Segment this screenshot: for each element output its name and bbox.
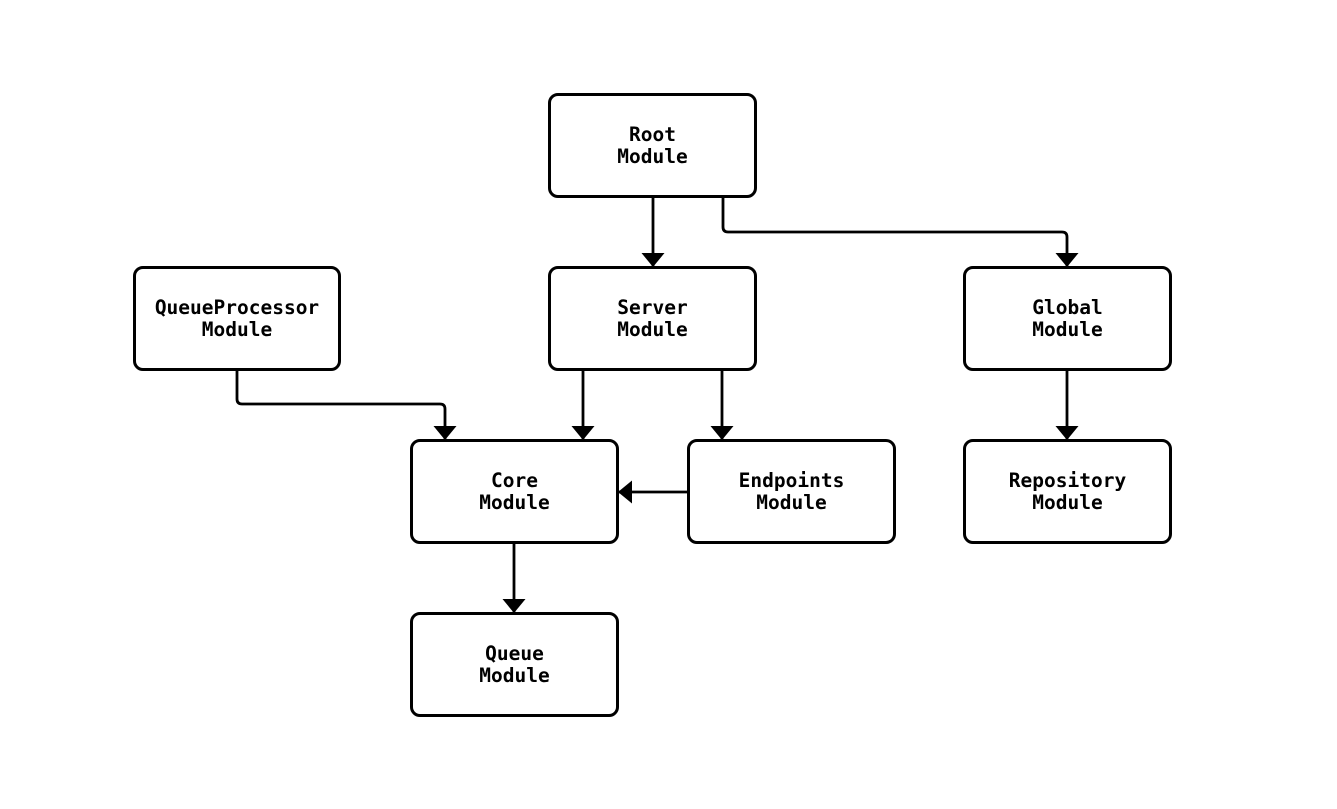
node-root: Root Module <box>548 93 757 198</box>
node-endpoints: Endpoints Module <box>687 439 896 544</box>
edge-root-to-global <box>721 198 1079 267</box>
node-queueprocessor: QueueProcessor Module <box>133 266 341 371</box>
node-label: Root Module <box>617 122 688 168</box>
node-label: Queue Module <box>479 641 550 687</box>
node-server: Server Module <box>548 266 757 371</box>
node-queue: Queue Module <box>410 612 619 717</box>
node-label: Repository Module <box>1008 468 1127 514</box>
node-label: Endpoints Module <box>738 468 845 514</box>
node-label: Server Module <box>617 295 688 341</box>
node-label: QueueProcessor Module <box>154 295 320 341</box>
node-label: Global Module <box>1032 295 1103 341</box>
node-global: Global Module <box>963 266 1172 371</box>
node-label: Core Module <box>479 468 550 514</box>
node-core: Core Module <box>410 439 619 544</box>
node-repository: Repository Module <box>963 439 1172 544</box>
edge-queueprocessor-to-core <box>235 371 457 440</box>
